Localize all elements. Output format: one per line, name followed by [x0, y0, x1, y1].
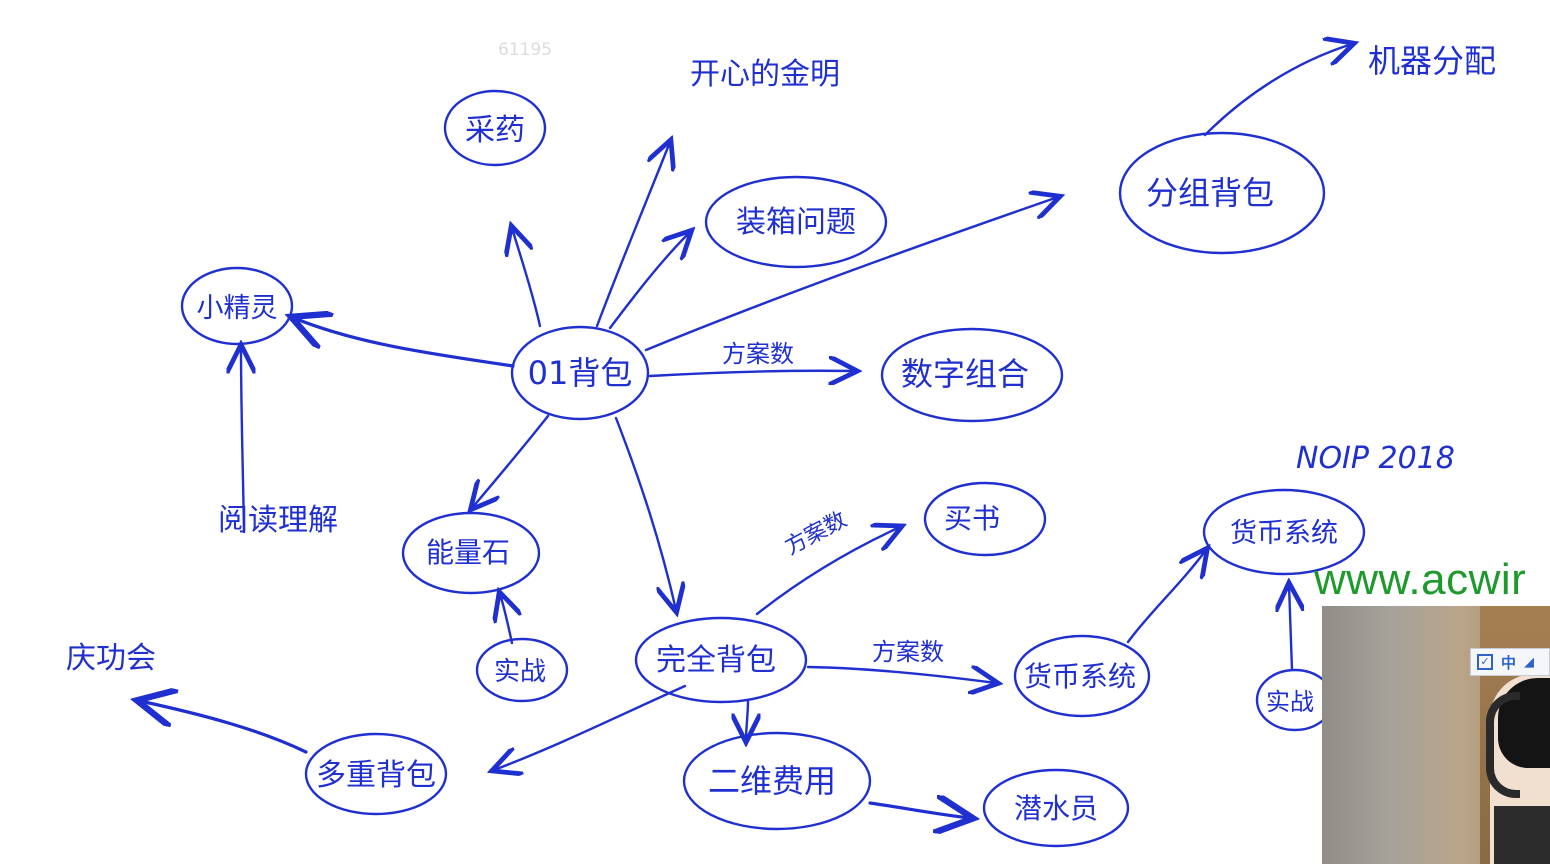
label-reading: 阅读理解	[218, 503, 338, 538]
arrow-complete-to-currency	[806, 667, 996, 683]
label-top-note: 开心的金明	[690, 57, 840, 92]
node-queue-label: 潜水员	[1014, 792, 1098, 825]
node-ellipse-currency-right	[1202, 488, 1366, 576]
node-ellipse-buybook	[923, 481, 1047, 557]
arrow-center-to-group	[644, 197, 1058, 352]
node-stone-label: 能量石	[426, 536, 510, 569]
arrow-complete-to-twodim	[746, 698, 748, 740]
ime-toolbar[interactable]: ✓ 中 ◢	[1470, 648, 1550, 676]
node-ellipse-currency-mid	[1013, 634, 1151, 718]
arrow-center-to-stone	[472, 414, 550, 508]
node-ellipse-queue	[982, 768, 1130, 848]
node-currency-right-label: 货币系统	[1230, 518, 1338, 549]
label-celebrate: 庆功会	[66, 641, 156, 676]
node-box-label: 装箱问题	[736, 205, 856, 240]
node-buybook-label: 买书	[944, 502, 1000, 535]
arrow-multiple-to-celebrate	[140, 701, 308, 754]
node-practice-left-label: 实战	[494, 657, 546, 687]
webcam-overlay	[1322, 606, 1550, 864]
arrow-currency-to-right	[1126, 550, 1206, 644]
arrow-practice-to-stone	[500, 594, 512, 645]
label-count-a: 方案数	[722, 340, 794, 368]
node-digit-label: 数字组合	[901, 355, 1029, 393]
node-currency-mid-label: 货币系统	[1024, 660, 1136, 693]
node-ellipse-complete	[634, 616, 808, 704]
node-twodim-label: 二维费用	[708, 762, 836, 800]
label-contest: NOIP 2018	[1296, 441, 1455, 476]
ime-check-icon[interactable]: ✓	[1477, 654, 1493, 670]
label-machine: 机器分配	[1368, 42, 1496, 80]
node-multiple-label: 多重背包	[316, 758, 436, 793]
ime-language[interactable]: 中	[1501, 653, 1517, 672]
node-group-label: 分组背包	[1146, 174, 1274, 212]
node-ellipse-digit	[880, 327, 1064, 423]
node-ellipse-multiple	[304, 732, 448, 816]
arrow-reading-to-hero	[241, 347, 244, 534]
arrow-center-to-note	[595, 142, 670, 328]
node-herb-label: 采药	[465, 113, 525, 148]
headset-icon	[1486, 692, 1520, 798]
ime-arrow-icon[interactable]: ◢	[1524, 654, 1535, 670]
arrow-center-to-box	[608, 232, 690, 330]
arrow-complete-to-buybook	[755, 527, 900, 616]
node-ellipse-herb	[443, 89, 547, 167]
arrow-twodim-to-queue	[868, 803, 970, 818]
node-ellipse-group	[1118, 131, 1326, 255]
node-ellipse-practice-left	[475, 637, 569, 703]
site-watermark: www.acwir	[1314, 555, 1527, 604]
node-practice-right-label: 实战	[1266, 688, 1314, 716]
arrow-practice-right-up	[1289, 585, 1292, 672]
arrow-center-to-herb	[512, 228, 542, 328]
node-hero-label: 小精灵	[197, 293, 278, 324]
label-count-b: 方案数	[781, 507, 851, 560]
arrow-center-to-digit	[648, 371, 855, 376]
node-center-label: 01背包	[528, 354, 633, 392]
node-complete-label: 完全背包	[656, 643, 776, 678]
watermark-id: 61195	[498, 40, 553, 60]
arrow-center-to-complete	[614, 416, 676, 610]
node-ellipse-box	[704, 175, 888, 269]
presenter-shirt	[1494, 806, 1550, 864]
node-ellipse-twodim	[682, 731, 872, 831]
arrow-complete-to-multiple	[494, 684, 687, 770]
arrow-group-to-machine	[1203, 44, 1352, 137]
node-ellipse-center	[510, 325, 650, 421]
label-count-c: 方案数	[872, 638, 944, 666]
arrow-center-to-hero	[294, 318, 515, 368]
